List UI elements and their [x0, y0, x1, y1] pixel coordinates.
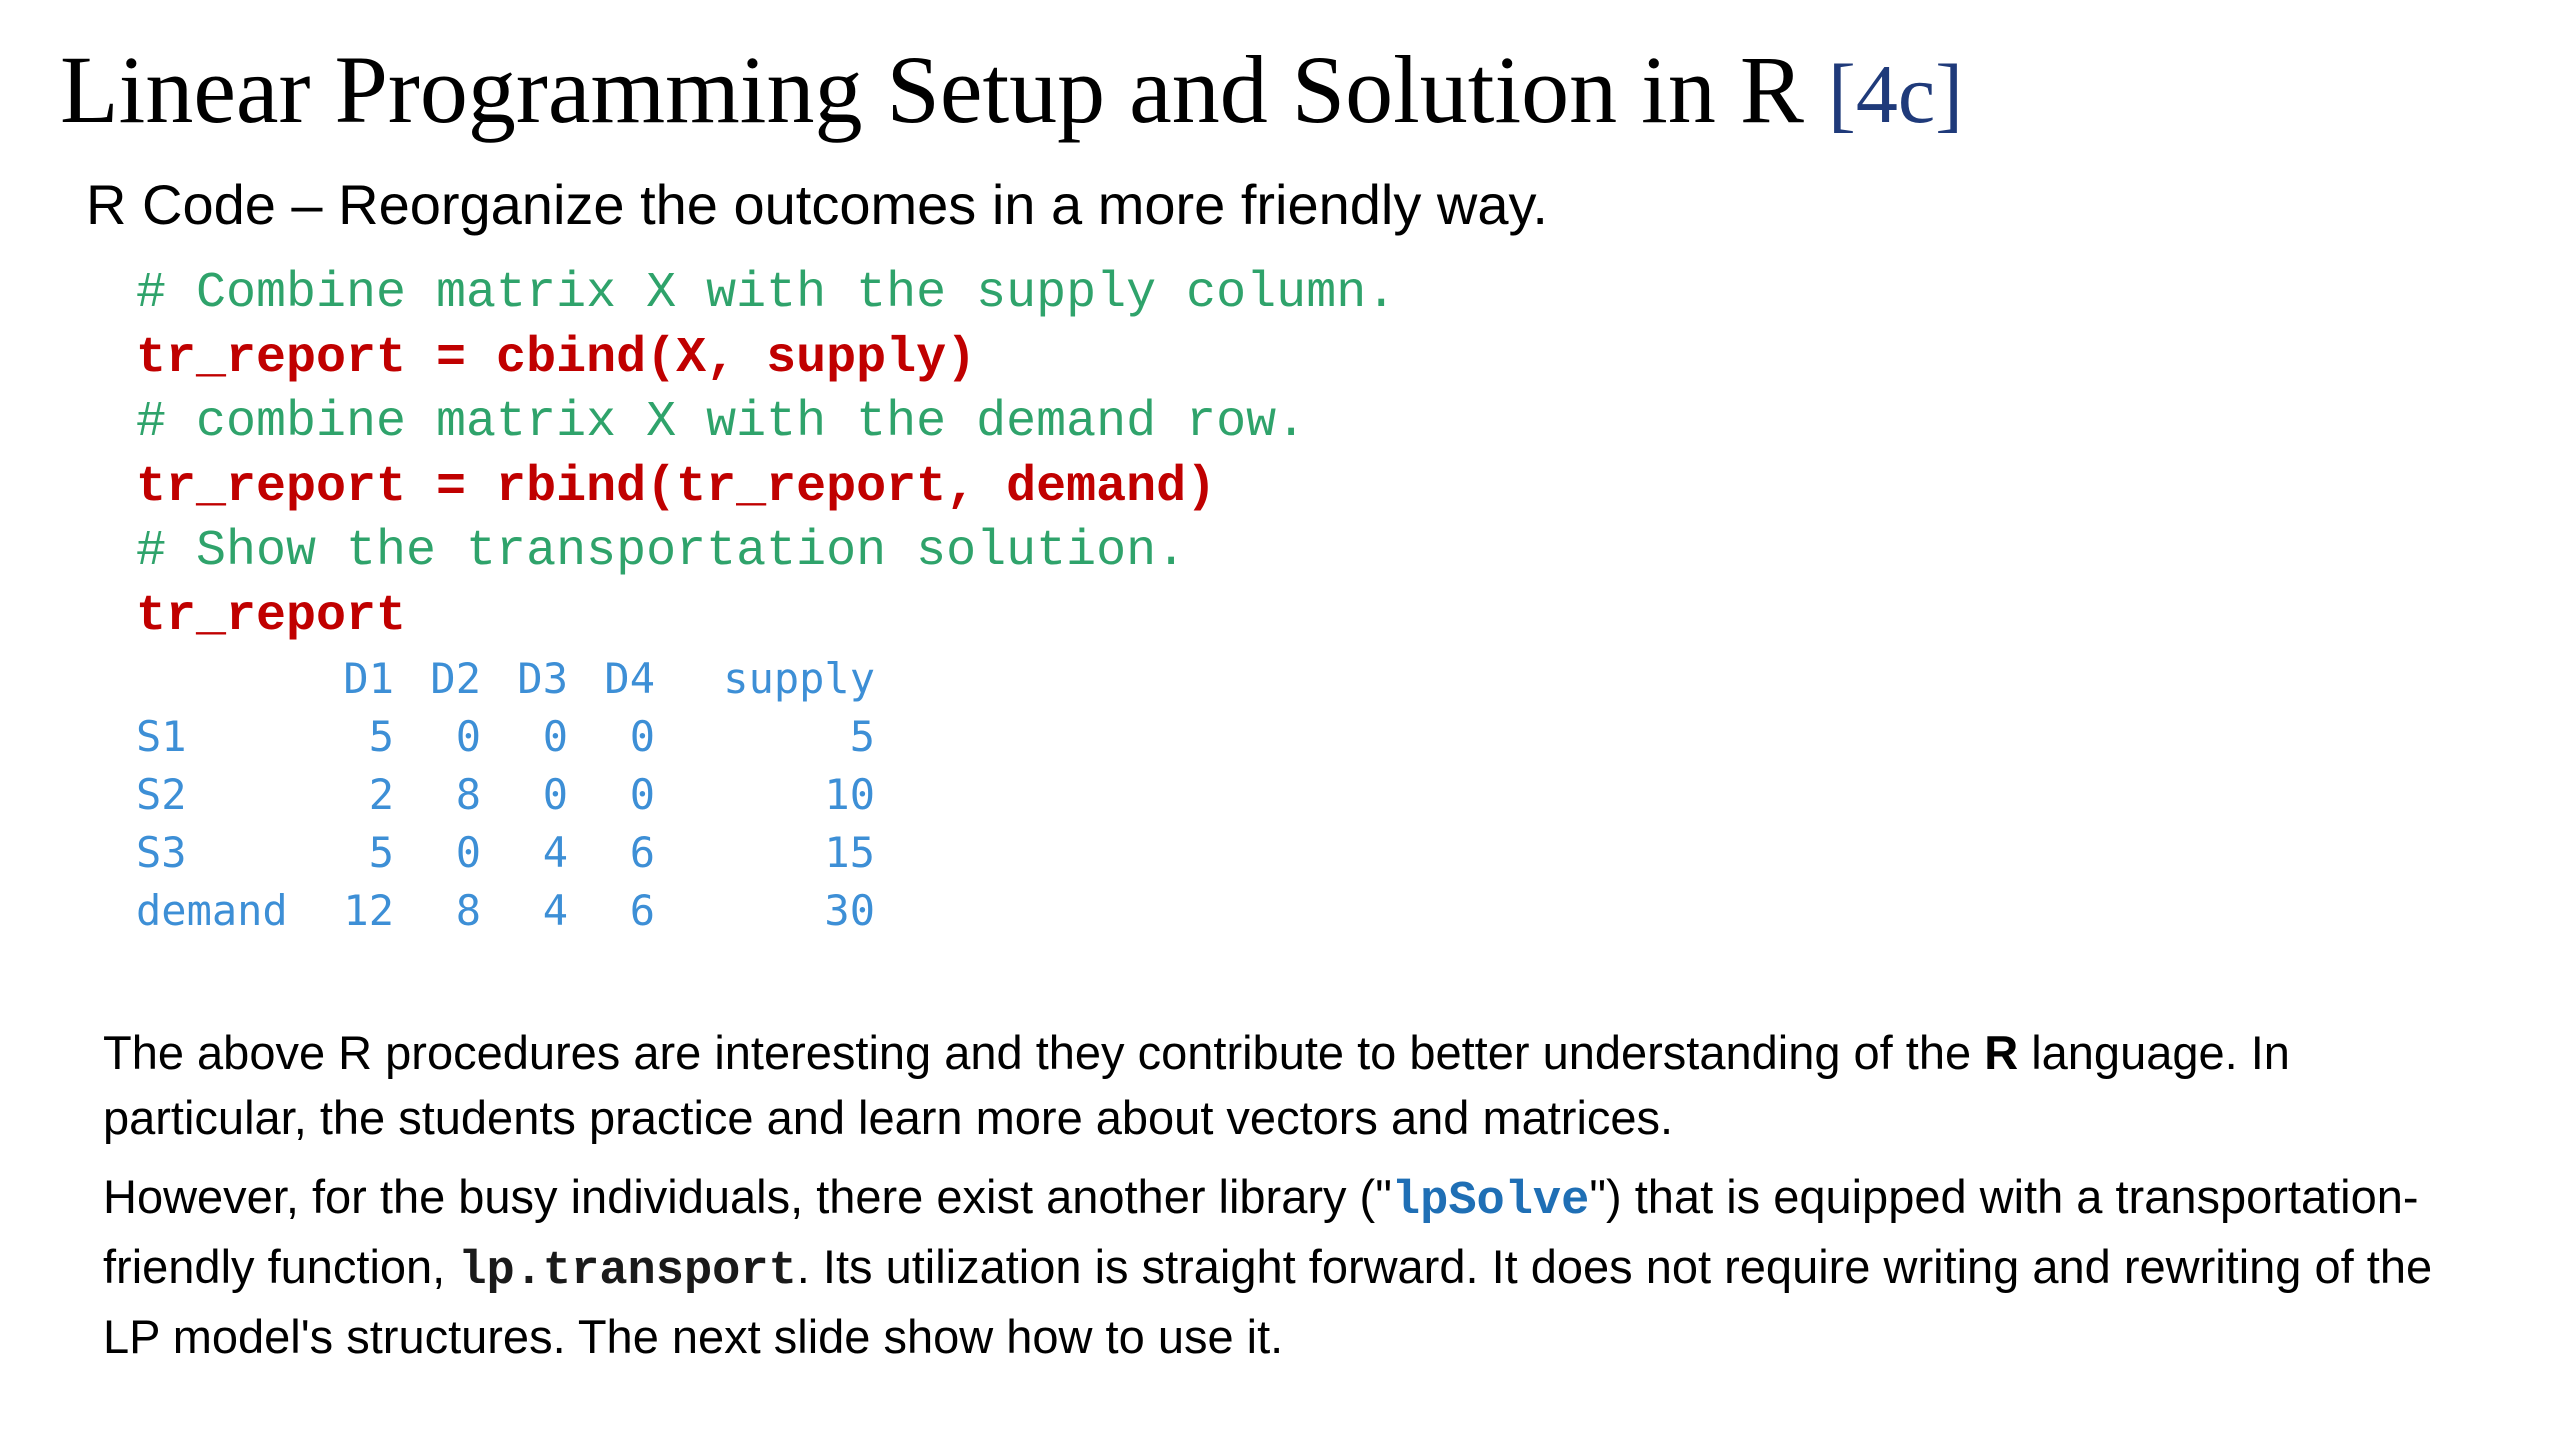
code-comment-line: # Combine matrix X with the supply colum…: [136, 265, 1397, 322]
paragraph-lpsolve: However, for the busy individuals, there…: [103, 1164, 2483, 1369]
output-cell: 8: [455, 886, 481, 935]
output-header-cell: D1: [343, 654, 394, 703]
slide-title-text: Linear Programming Setup and Solution in…: [60, 36, 1804, 143]
slide-subtitle: R Code – Reorganize the outcomes in a mo…: [86, 173, 1548, 236]
output-header-cell: supply: [723, 654, 875, 703]
output-cell: 0: [542, 770, 568, 819]
output-cell: 8: [455, 770, 481, 819]
code-statement-line: tr_report: [136, 587, 407, 645]
output-cell: 6: [629, 828, 655, 877]
output-row: S1 5 0 0 0 5: [136, 708, 875, 766]
output-cell: 2: [368, 770, 394, 819]
output-row: S2 2 8 0 0 10: [136, 766, 875, 824]
output-table: D1 D2 D3 D4 supply S1 5 0 0 0 5 S2 2 8 0…: [136, 650, 875, 940]
output-row-label: S2: [136, 770, 187, 819]
paragraph-text: However, for the busy individuals, there…: [103, 1170, 1392, 1223]
paragraph-text: . Its utilization is straight forward. I…: [103, 1240, 2433, 1363]
output-row-label: S3: [136, 828, 187, 877]
function-name: lp.transport: [458, 1245, 797, 1298]
output-cell: 0: [455, 712, 481, 761]
output-header-row: D1 D2 D3 D4 supply: [136, 650, 875, 708]
output-cell: 4: [542, 886, 568, 935]
output-cell: 5: [368, 828, 394, 877]
output-cell: 5: [368, 712, 394, 761]
code-comment-line: # combine matrix X with the demand row.: [136, 394, 1307, 451]
output-cell: 15: [824, 828, 875, 877]
output-cell: 0: [629, 712, 655, 761]
output-cell: 10: [824, 770, 875, 819]
output-row-label: demand: [136, 886, 288, 935]
output-header-cell: D4: [604, 654, 655, 703]
output-header-cell: D3: [517, 654, 568, 703]
output-cell: 4: [542, 828, 568, 877]
output-header-cell: D2: [430, 654, 481, 703]
output-cell: 0: [455, 828, 481, 877]
paragraph-bold-r: R: [1984, 1026, 2019, 1079]
output-row: demand 12 8 4 6 30: [136, 882, 875, 940]
output-row: S3 5 0 4 6 15: [136, 824, 875, 882]
paragraph-explanation: The above R procedures are interesting a…: [103, 1020, 2483, 1150]
output-cell: 12: [343, 886, 394, 935]
paragraph-text: The above R procedures are interesting a…: [103, 1026, 1985, 1079]
output-cell: 0: [542, 712, 568, 761]
code-statement-line: tr_report = rbind(tr_report, demand): [136, 458, 1217, 516]
output-cell: 6: [629, 886, 655, 935]
paragraph-text: ") that is equipped with a transportatio…: [103, 1170, 2419, 1293]
code-comment-line: # Show the transportation solution.: [136, 523, 1187, 580]
console-output: D1 D2 D3 D4 supply S1 5 0 0 0 5 S2 2 8 0…: [136, 650, 875, 940]
output-header-cell: [136, 650, 336, 708]
paragraph-text: language. In particular, the students pr…: [103, 1026, 2290, 1144]
slide-title-tag: [4c]: [1827, 48, 1964, 141]
slide-title: Linear Programming Setup and Solution in…: [60, 30, 1963, 155]
output-cell: 0: [629, 770, 655, 819]
output-cell: 30: [824, 886, 875, 935]
library-name: lpSolve: [1391, 1175, 1590, 1228]
output-cell: 5: [849, 712, 875, 761]
output-row-label: S1: [136, 712, 187, 761]
code-statement-line: tr_report = cbind(X, supply): [136, 329, 977, 387]
code-block: # Combine matrix X with the supply colum…: [136, 262, 1396, 649]
